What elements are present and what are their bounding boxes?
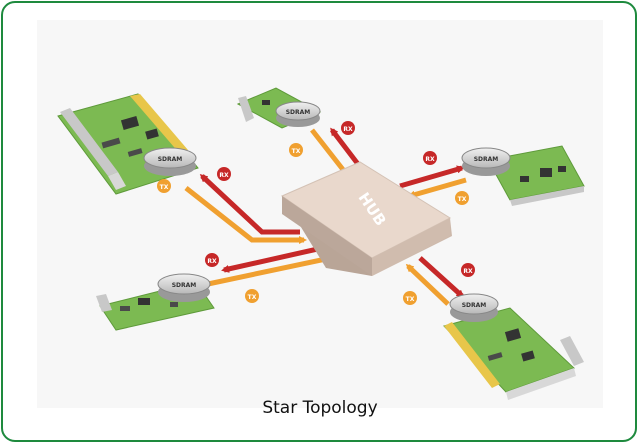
svg-text:TX: TX <box>160 184 169 191</box>
svg-text:RX: RX <box>219 172 229 179</box>
tx-arrow <box>310 128 350 179</box>
link-top-left <box>184 173 307 244</box>
tx-badge: TX <box>403 291 417 305</box>
rx-badge: RX <box>423 151 437 165</box>
tx-badge: TX <box>245 289 259 303</box>
chip-icon <box>521 350 535 362</box>
network-card-right: SDRAM <box>461 145 585 206</box>
rx-badge: RX <box>217 167 231 181</box>
chip-icon <box>540 168 552 177</box>
svg-text:TX: TX <box>248 294 257 301</box>
svg-text:TX: TX <box>406 296 415 303</box>
chip-icon <box>145 128 159 140</box>
tx-arrow <box>207 253 343 287</box>
sdram-label: SDRAM <box>462 302 487 309</box>
rx-arrow <box>399 165 465 189</box>
rx-badge: RX <box>461 263 475 277</box>
chip-icon <box>262 100 270 105</box>
tx-badge: TX <box>455 191 469 205</box>
diagram-caption: Star Topology <box>262 398 378 418</box>
svg-text:RX: RX <box>463 268 473 275</box>
tx-badge: TX <box>289 143 303 157</box>
tx-arrow <box>405 263 450 306</box>
rx-arrow <box>418 256 465 299</box>
link-right <box>399 165 467 199</box>
sdram-label: SDRAM <box>172 282 197 289</box>
chip-icon <box>138 298 150 305</box>
network-card-top-left: SDRAM <box>57 93 199 195</box>
rx-arrow <box>199 173 300 235</box>
rx-badge: RX <box>341 121 355 135</box>
svg-text:TX: TX <box>292 148 301 155</box>
svg-text:RX: RX <box>343 126 353 133</box>
tx-badge: TX <box>157 179 171 193</box>
network-card-bottom-right: SDRAM <box>443 293 584 400</box>
sdram-label: SDRAM <box>286 109 311 116</box>
svg-text:RX: RX <box>207 258 217 265</box>
network-card-left: SDRAM <box>96 273 215 331</box>
network-card-top-center: SDRAM <box>236 87 322 129</box>
chip-icon <box>120 115 140 131</box>
svg-text:RX: RX <box>425 156 435 163</box>
rx-badge: RX <box>205 253 219 267</box>
sdram-label: SDRAM <box>474 156 499 163</box>
hub: HUB <box>280 161 452 276</box>
chip-icon <box>504 328 522 342</box>
tx-arrow <box>184 186 307 244</box>
tx-arrow <box>407 177 467 199</box>
chip-icon <box>520 176 529 182</box>
sdram-label: SDRAM <box>158 156 183 163</box>
svg-text:TX: TX <box>458 196 467 203</box>
link-bottom-right <box>405 256 465 306</box>
